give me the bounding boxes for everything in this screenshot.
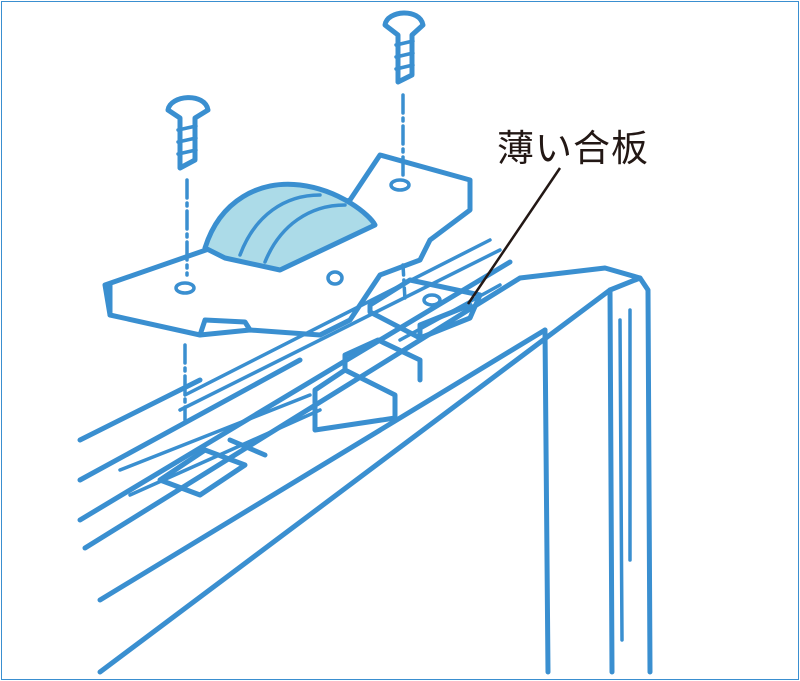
thin-plywood [367, 277, 483, 341]
leader-line [466, 167, 562, 305]
screw-left [165, 95, 211, 422]
annotation-label: 薄い合板 [497, 127, 649, 170]
screw-right [382, 10, 426, 302]
roller-wheel [202, 181, 378, 273]
roller-bracket [102, 152, 473, 338]
door-frame [77, 238, 653, 675]
